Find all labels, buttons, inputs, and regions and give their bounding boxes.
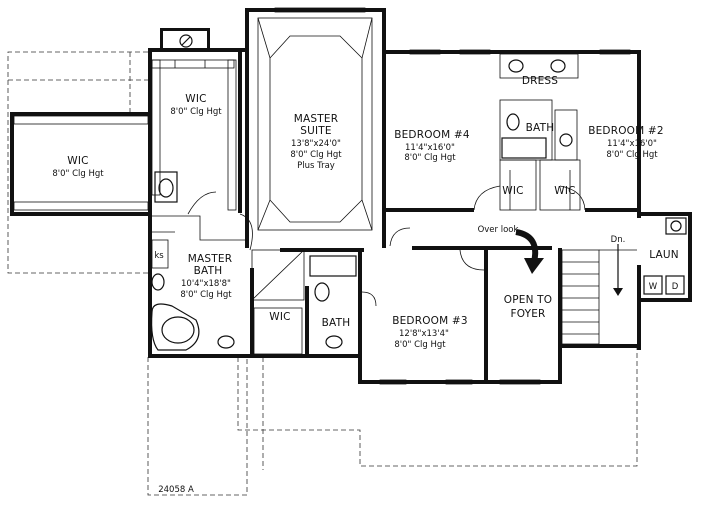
dryer-label: D [672, 282, 679, 292]
laundry-name: LAUN [649, 249, 679, 261]
master-suite-name-2: SUITE [300, 125, 332, 137]
wic-b4-name: WIC [502, 185, 523, 197]
bedroom2-size: 11'4"x16'0" [607, 139, 657, 149]
plan-number: 24058 A [158, 485, 194, 495]
master-bath-ceiling: 8'0" Clg Hgt [180, 290, 232, 300]
staircase [561, 244, 637, 345]
open-foyer-name-1: OPEN TO [504, 294, 553, 306]
master-bath-name-1: MASTER [188, 253, 232, 265]
bedroom2-ceiling: 8'0" Clg Hgt [606, 150, 658, 160]
ks-label: ks [154, 251, 164, 261]
master-bath-size: 10'4"x18'8" [181, 279, 231, 289]
wic-left-ceiling: 8'0" Clg Hgt [52, 169, 104, 179]
master-suite-name-1: MASTER [294, 113, 338, 125]
master-suite-note: Plus Tray [297, 161, 335, 171]
wic-upper-ceiling: 8'0" Clg Hgt [170, 107, 222, 117]
dashed-outlines [7, 51, 638, 496]
master-bath-name-2: BATH [194, 265, 223, 277]
interior-lines [13, 7, 687, 385]
room-labels: WIC 8'0" Clg Hgt WIC 8'0" Clg Hgt MASTER… [52, 75, 678, 495]
bath-lower-name: BATH [322, 317, 351, 329]
exterior-walls [10, 8, 692, 384]
open-foyer-name-2: FOYER [510, 308, 545, 320]
bedroom4-size: 11'4"x16'0" [405, 143, 455, 153]
wic-b2-name: WIC [554, 185, 575, 197]
bedroom2-name: BEDROOM #2 [588, 125, 664, 137]
master-suite-ceiling: 8'0" Clg Hgt [290, 150, 342, 160]
bedroom4-name: BEDROOM #4 [394, 129, 470, 141]
master-suite-size: 13'8"x24'0" [291, 139, 341, 149]
wic-upper-name: WIC [185, 93, 206, 105]
bedroom3-size: 12'8"x13'4" [399, 329, 449, 339]
bedroom3-name: BEDROOM #3 [392, 315, 468, 327]
wic-bath-name: WIC [269, 311, 290, 323]
wic-left-name: WIC [67, 155, 88, 167]
stairs-down-label: Dn. [611, 235, 626, 245]
washer-label: W [649, 282, 658, 292]
bedroom3-ceiling: 8'0" Clg Hgt [394, 340, 446, 350]
overlook-label: Over look [478, 225, 519, 235]
bath-upper-name: BATH [526, 122, 555, 134]
bedroom4-ceiling: 8'0" Clg Hgt [404, 153, 456, 163]
dress-name: DRESS [522, 75, 558, 87]
